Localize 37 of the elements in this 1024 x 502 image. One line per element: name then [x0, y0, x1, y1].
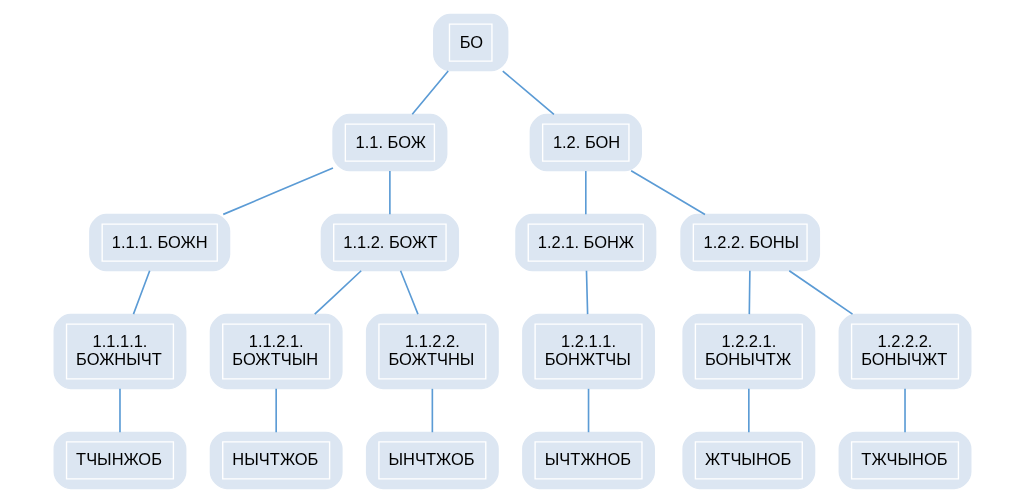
- node-box: 1.1.2.2. БОЖТЧНЫ: [365, 313, 499, 389]
- connector: [132, 269, 150, 315]
- node-box: БО: [432, 13, 508, 71]
- connector: [629, 169, 706, 215]
- connector: [587, 387, 589, 433]
- node-box: 1.1. БОЖ: [331, 113, 447, 171]
- connector: [431, 387, 433, 433]
- connector: [584, 169, 587, 215]
- node-box: ТЖЧЫНОБ: [838, 431, 971, 489]
- node-box: 1.2. БОН: [529, 113, 642, 171]
- connector: [274, 387, 277, 433]
- connector: [747, 387, 750, 433]
- connector: [410, 69, 449, 115]
- node-box: ТЧЫНЖОБ: [53, 431, 186, 489]
- connector: [501, 69, 555, 115]
- node-box: ЫНЧТЖОБ: [365, 431, 499, 489]
- connector: [787, 269, 853, 315]
- connector: [585, 269, 588, 315]
- node-box: 1.2.1. БОНЖ: [514, 213, 656, 271]
- connector: [221, 166, 334, 215]
- node-box: ЖТЧЫНОБ: [681, 431, 815, 489]
- node-box: 1.1.2. БОЖТ: [320, 213, 459, 271]
- node-box: 1.1.1. БОЖН: [88, 213, 230, 271]
- node-box: ЫЧТЖНОБ: [521, 431, 655, 489]
- connector: [313, 269, 362, 315]
- connector: [118, 387, 121, 433]
- node-box: 1.1.1.1. БОЖНЫЧТ: [53, 313, 186, 389]
- connector: [388, 169, 391, 215]
- connector: [903, 387, 906, 433]
- node-box: 1.2.2.1. БОНЫЧТЖ: [681, 313, 815, 389]
- connector: [747, 269, 751, 315]
- node-box: 1.2.2.2. БОНЫЧЖТ: [838, 313, 971, 389]
- connector: [399, 269, 419, 315]
- node-box: 1.2.2. БОНЫ: [679, 213, 820, 271]
- node-box: 1.2.1.1. БОНЖТЧЫ: [521, 313, 655, 389]
- node-box: 1.1.2.1. БОЖТЧЫН: [209, 313, 343, 389]
- node-box: НЫЧТЖОБ: [209, 431, 343, 489]
